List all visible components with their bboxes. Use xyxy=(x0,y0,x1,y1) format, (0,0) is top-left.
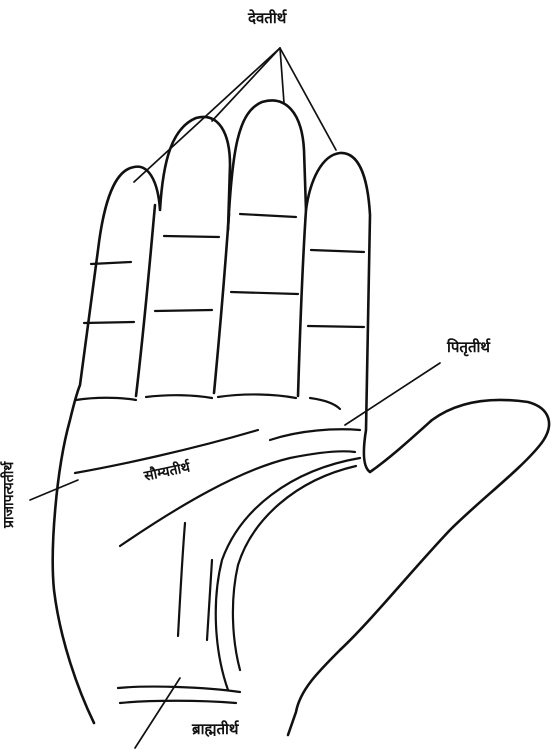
finger-line-middle-ring xyxy=(214,214,229,393)
leader-brahma xyxy=(135,678,180,748)
leader-deva-2 xyxy=(212,48,280,121)
wrist-crease-1 xyxy=(118,687,240,692)
label-prajapatya-tirtha: प्राजापत्यतीर्थ xyxy=(2,462,16,528)
finger-line-index-middle xyxy=(136,205,155,396)
crease-base-little xyxy=(310,398,340,409)
crease-index-2 xyxy=(84,322,134,323)
finger-line-ring-little xyxy=(298,210,306,396)
palm-line-upper-arc xyxy=(270,429,360,440)
crease-ring-2 xyxy=(231,292,298,294)
wrist-crease-2 xyxy=(120,701,236,703)
leader-deva-4 xyxy=(280,48,336,150)
palm-line-vertical-left xyxy=(178,523,185,636)
crease-base-middle xyxy=(146,395,212,398)
crease-middle-2 xyxy=(155,310,212,311)
leader-prajapatya xyxy=(30,480,78,500)
crease-base-ring xyxy=(218,394,296,398)
leader-pitri xyxy=(345,363,440,425)
thumb-base-arc-inner xyxy=(233,466,356,670)
palm-line-vertical-mid xyxy=(207,560,212,640)
label-deva-tirtha: देवतीर्थ xyxy=(248,11,286,26)
label-pitri-tirtha: पितृतीर्थ xyxy=(447,340,490,355)
leader-deva-3 xyxy=(280,48,284,103)
crease-little-2 xyxy=(308,326,364,327)
leader-deva-1 xyxy=(134,48,280,182)
crease-little-1 xyxy=(311,250,364,252)
hand-outline xyxy=(53,100,549,735)
crease-middle-1 xyxy=(164,236,219,237)
crease-base-index xyxy=(76,398,136,400)
label-brahma-tirtha: ब्राह्मतीर्थ xyxy=(192,722,239,737)
crease-ring-1 xyxy=(240,214,296,217)
